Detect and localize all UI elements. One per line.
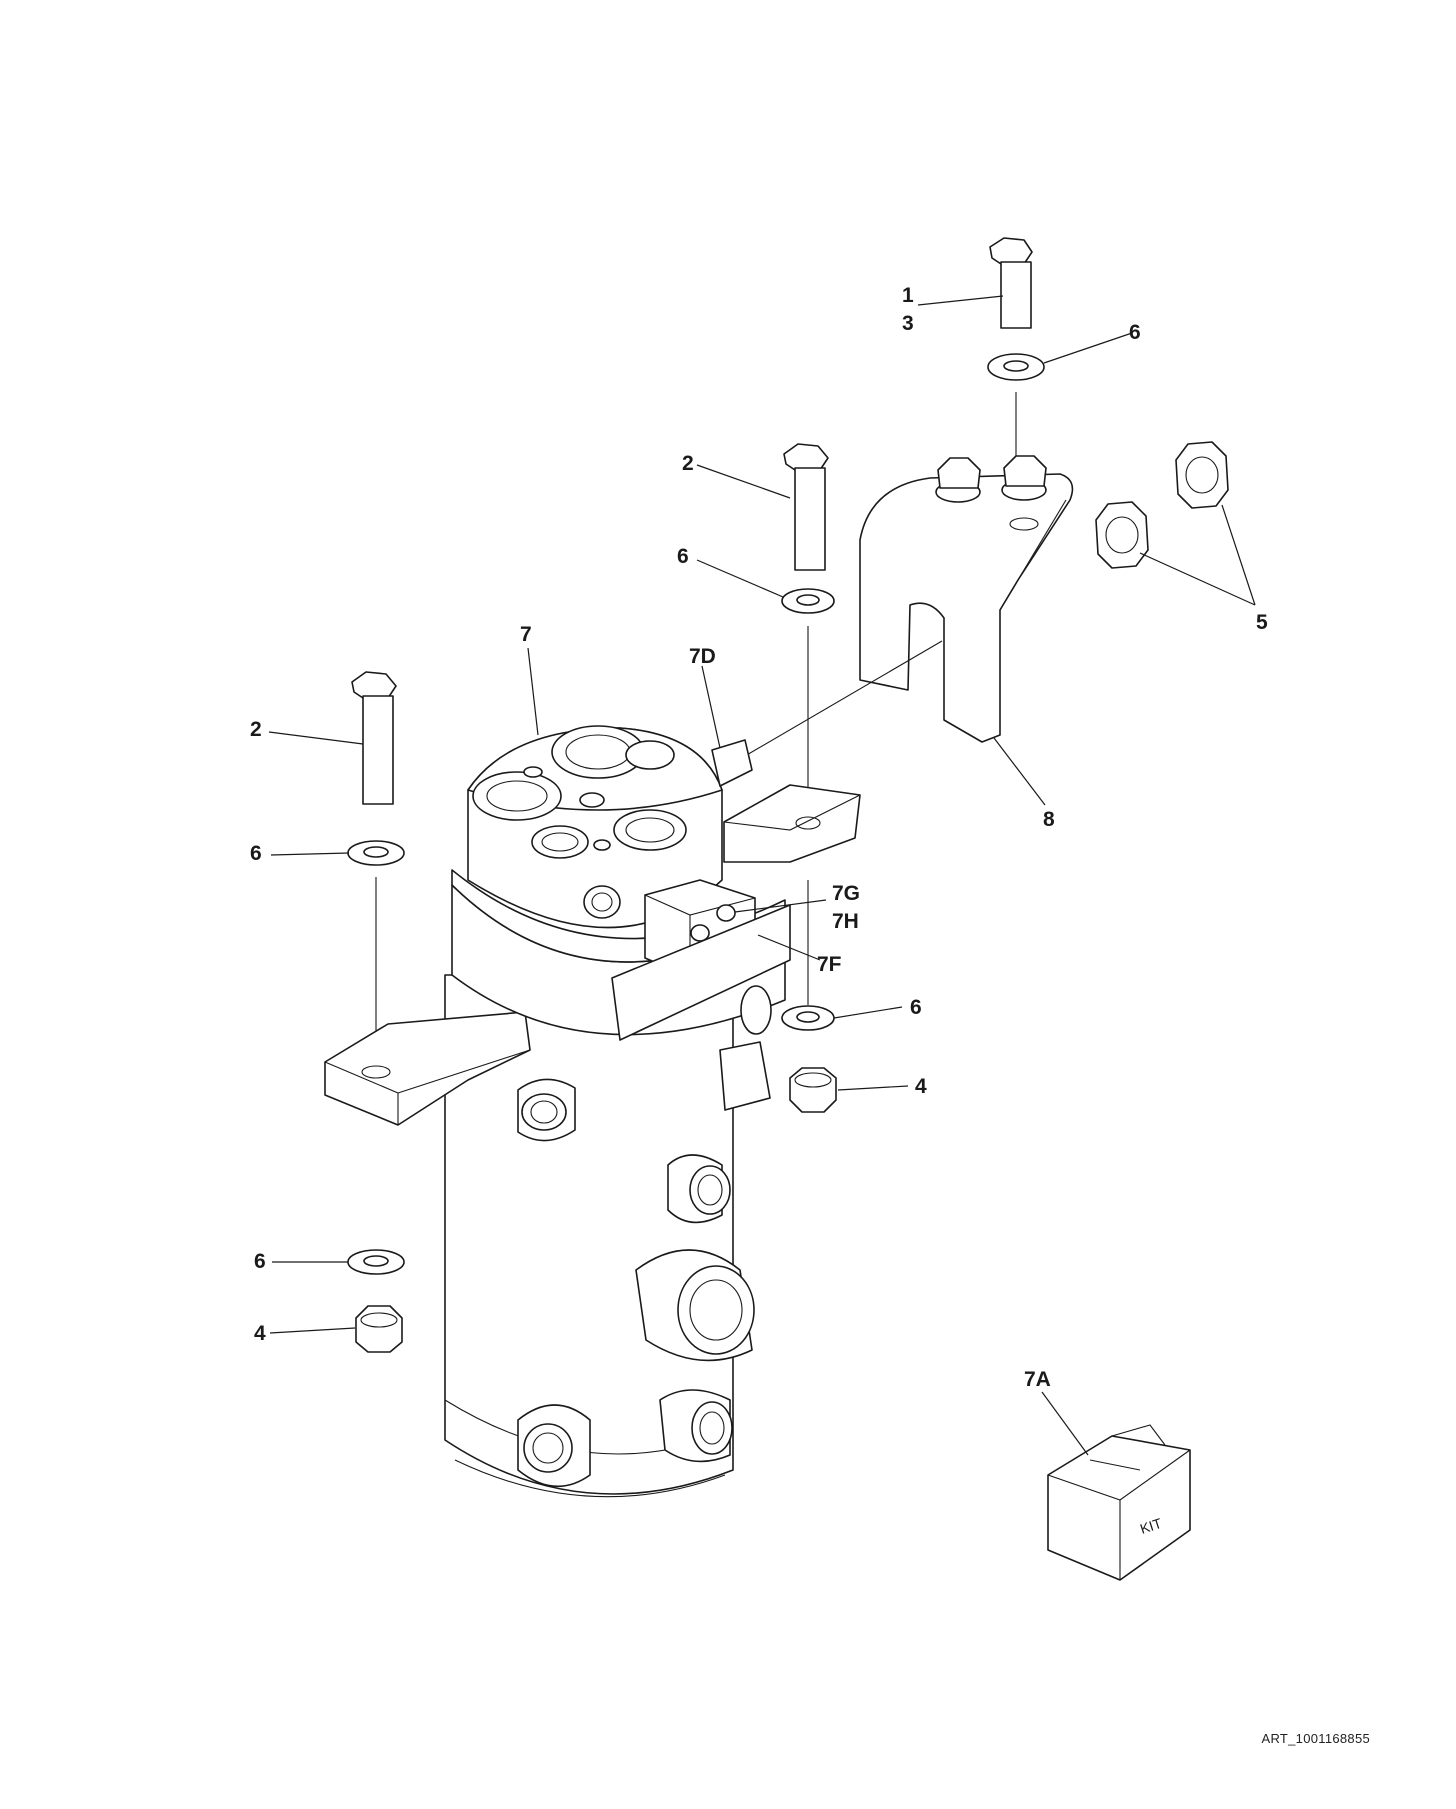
callout-6-low: 6 (254, 1250, 266, 1273)
nut-5-a (1175, 441, 1229, 509)
callout-4-right: 4 (915, 1075, 927, 1098)
callout-7g: 7G (832, 882, 860, 905)
callout-labels: 1 3 6 2 6 5 7 7D 2 8 6 7G 7H 7F 6 4 6 4 … (250, 284, 1268, 1391)
kit-box-7a: KIT (1047, 1424, 1191, 1581)
callout-7a: 7A (1024, 1368, 1051, 1391)
bracket-8 (859, 455, 1074, 743)
washer-left-top (347, 840, 405, 866)
callout-8: 8 (1043, 808, 1055, 831)
nut-4-left (355, 1305, 403, 1353)
callout-7d: 7D (689, 645, 716, 668)
bolt-2-mid (783, 443, 829, 571)
art-number: ART_1001168855 (1261, 1731, 1370, 1746)
callout-5: 5 (1256, 611, 1268, 634)
callout-7f: 7F (817, 953, 842, 976)
leader-lines (268, 295, 1256, 1456)
washer-mid (781, 588, 835, 614)
kit-label: KIT (1138, 1515, 1164, 1537)
callout-4-low: 4 (254, 1322, 266, 1345)
bolt-2-left (351, 671, 397, 805)
callout-7: 7 (520, 623, 532, 646)
callout-2-mid: 2 (682, 452, 694, 475)
washer-right (781, 1005, 835, 1031)
nut-4-right (789, 1067, 837, 1113)
callout-1: 1 (902, 284, 914, 307)
callout-7h: 7H (832, 910, 859, 933)
callout-6-left: 6 (250, 842, 262, 865)
callout-3: 3 (902, 312, 914, 335)
bolt-1-3 (989, 237, 1033, 329)
washer-left-low (347, 1249, 405, 1275)
nut-5-b (1095, 501, 1149, 569)
washer-top (987, 353, 1045, 381)
callout-6-right: 6 (910, 996, 922, 1019)
swivel-body-7 (324, 725, 861, 1498)
callout-6-top: 6 (1129, 321, 1141, 344)
callout-6-mid: 6 (677, 545, 689, 568)
callout-2-left: 2 (250, 718, 262, 741)
